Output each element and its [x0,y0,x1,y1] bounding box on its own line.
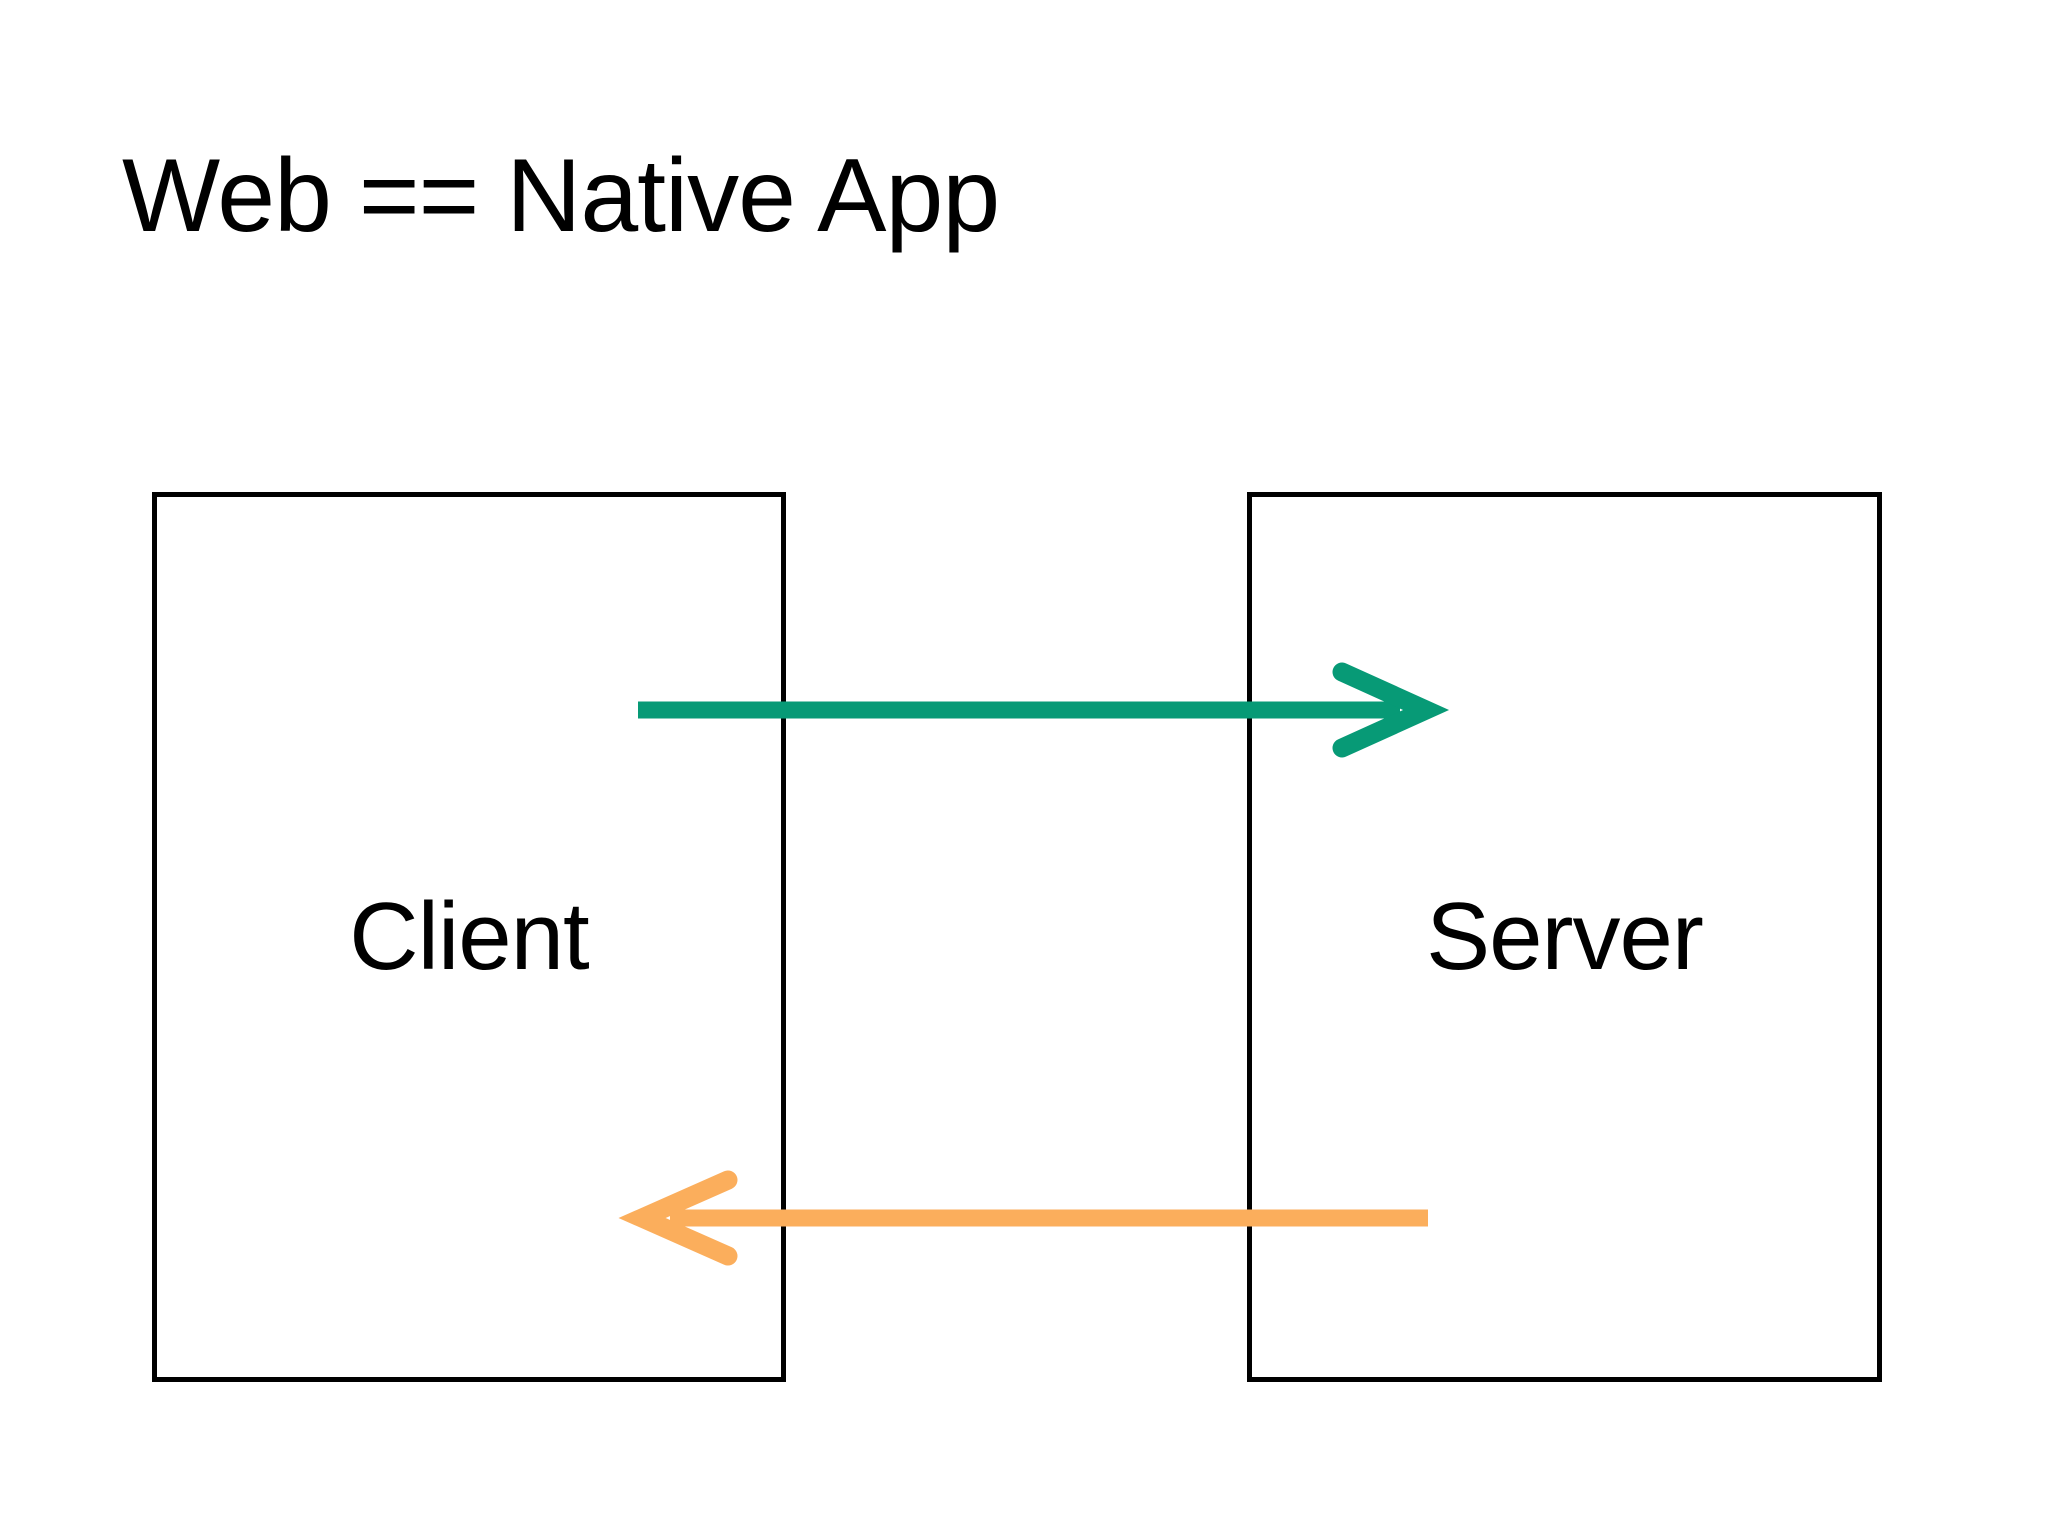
response-arrow-head-icon [618,1170,738,1266]
client-node-label: Client [349,883,589,990]
response-arrow-shaft-group [618,1170,1428,1266]
page-title: Web == Native App [122,138,1000,254]
request-arrow-shaft-group [638,662,1450,758]
server-node-label: Server [1426,883,1704,990]
client-node-box: Client [152,492,786,1382]
request-arrow-head-icon [1332,662,1450,758]
server-node-box: Server [1247,492,1882,1382]
response-arrow-server-to-client [618,1170,1428,1266]
request-arrow-client-to-server [638,662,1450,758]
